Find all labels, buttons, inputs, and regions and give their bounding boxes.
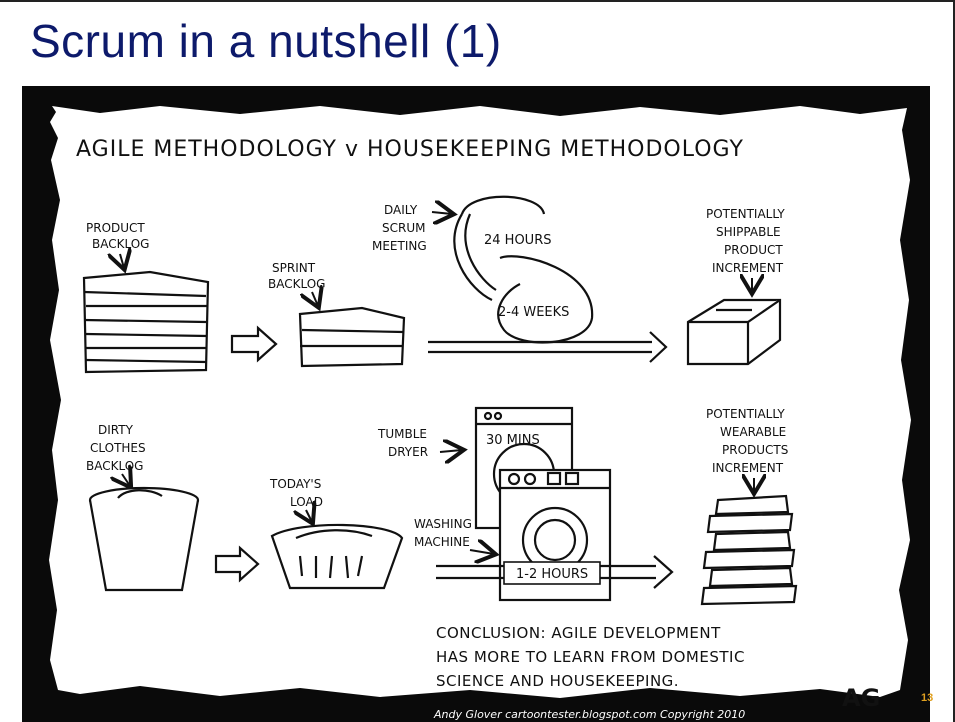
daily-scrum-pointer-arrow (431, 212, 452, 214)
conclusion-line3: SCIENCE AND HOUSEKEEPING. (436, 672, 679, 690)
laundry-long-arrow (436, 564, 656, 580)
tumble-dryer-pointer-arrow (439, 450, 462, 452)
shippable-line3: PRODUCT (724, 243, 783, 257)
sprint-backlog-line2: BACKLOG (268, 277, 325, 291)
conclusion-line2: HAS MORE TO LEARN FROM DOMESTIC (436, 648, 745, 666)
conclusion-line1: CONCLUSION: AGILE DEVELOPMENT (436, 624, 721, 642)
tumble-dryer-line1: TUMBLE (377, 427, 427, 441)
shippable-line4: INCREMENT (712, 261, 784, 275)
shippable-line1: POTENTIALLY (706, 207, 785, 221)
hours-24-label: 24 HOURS (484, 233, 551, 248)
product-backlog-line2: BACKLOG (92, 237, 149, 251)
hours-label-box (503, 561, 601, 585)
tumble-dryer-line2: DRYER (388, 445, 428, 459)
tumble-dryer-label: TUMBLE DRYER (377, 427, 428, 459)
washing-machine-line2: MACHINE (414, 535, 470, 549)
product-backlog-line1: PRODUCT (86, 221, 145, 235)
todays-load-pointer-arrow (306, 510, 312, 522)
daily-scrum-loop-icon (453, 195, 546, 302)
dirty-clothes-line3: BACKLOG (86, 459, 143, 473)
daily-scrum-line3: MEETING (372, 239, 427, 253)
wearable-line4: INCREMENT (712, 461, 784, 475)
laundry-long-arrow-head-icon (653, 555, 674, 589)
sprint-backlog-paper-stack-icon (298, 306, 406, 368)
shippable-increment-label: POTENTIALLY SHIPPABLE PRODUCT INCREMENT (706, 207, 785, 275)
shipping-box-icon (686, 298, 782, 366)
washing-machine-label: WASHING MACHINE (414, 517, 472, 549)
slide-title: Scrum in a nutshell (1) (30, 15, 502, 67)
product-backlog-pointer-arrow (120, 254, 124, 268)
wearable-line3: PRODUCTS (722, 443, 788, 457)
sprint-backlog-pointer-arrow (312, 292, 318, 306)
daily-scrum-label: DAILY SCRUM MEETING (372, 203, 427, 253)
cartoon-heading: AGILE METHODOLOGY v HOUSEKEEPING METHODO… (76, 137, 744, 162)
shippable-line2: SHIPPABLE (716, 225, 781, 239)
artist-signature: AG (842, 684, 880, 712)
arrow-to-todays-load-icon (214, 545, 260, 583)
hours-label: 1-2 HOURS (516, 567, 588, 582)
daily-scrum-line1: DAILY (384, 203, 418, 217)
product-backlog-paper-stack-icon (82, 270, 210, 374)
todays-load-label: TODAY'S LOAD (269, 477, 323, 509)
wearable-line2: WEARABLE (720, 425, 786, 439)
product-backlog-label: PRODUCT BACKLOG (86, 221, 149, 251)
sprint-backlog-line1: SPRINT (272, 261, 316, 275)
dirty-clothes-line1: DIRTY (98, 423, 134, 437)
folded-clothes-stack-icon (700, 494, 798, 606)
todays-load-line2: LOAD (290, 495, 323, 509)
wearable-increment-label: POTENTIALLY WEARABLE PRODUCTS INCREMENT (706, 407, 788, 475)
credit-line: Andy Glover cartoontester.blogspot.com C… (433, 708, 745, 721)
weeks-label: 2-4 WEEKS (498, 305, 569, 320)
washing-machine-pointer-arrow (469, 550, 494, 554)
arrow-to-sprint-backlog-icon (230, 325, 278, 363)
slide-number: 13 (921, 692, 934, 704)
dirty-clothes-pointer-arrow (122, 474, 130, 486)
wearable-line1: POTENTIALLY (706, 407, 785, 421)
sprint-long-arrow-head-icon (649, 331, 668, 363)
laundry-basket-icon (88, 486, 200, 592)
dirty-clothes-label: DIRTY CLOTHES BACKLOG (86, 423, 146, 473)
sprint-backlog-label: SPRINT BACKLOG (268, 261, 325, 291)
dirty-clothes-line2: CLOTHES (90, 441, 146, 455)
sprint-loop-icon (497, 255, 594, 344)
todays-load-line1: TODAY'S (269, 477, 321, 491)
washing-machine-line1: WASHING (414, 517, 472, 531)
sprint-long-arrow (428, 340, 652, 354)
laundry-tub-icon (270, 523, 404, 590)
daily-scrum-line2: SCRUM (382, 221, 425, 235)
mins-30-label: 30 MINS (486, 433, 540, 448)
